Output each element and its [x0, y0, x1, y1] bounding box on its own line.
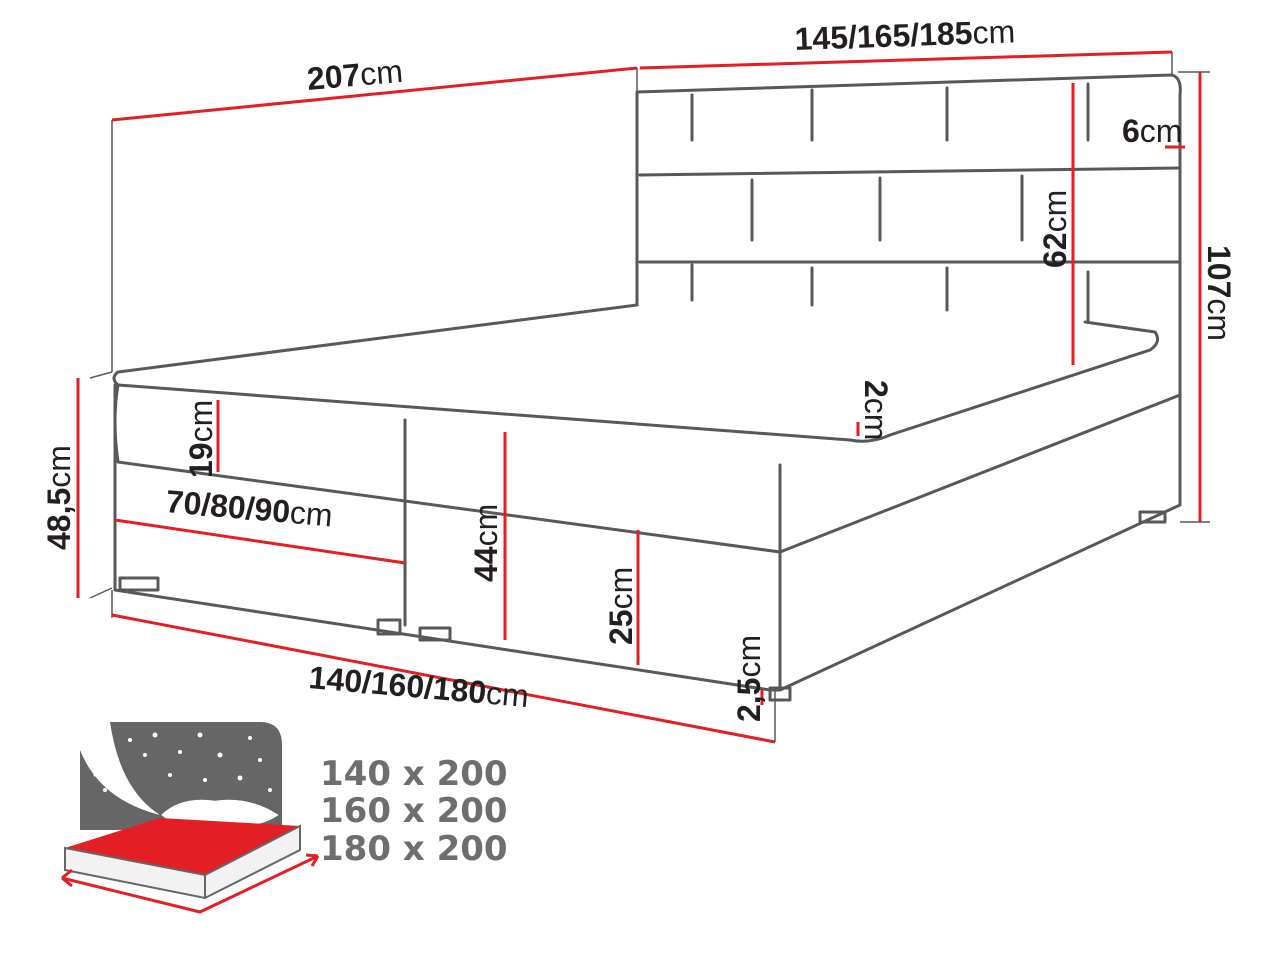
total-height-label: 107cm: [1201, 245, 1237, 341]
mattress-height-label: 44cm: [468, 504, 504, 582]
bed-outline: [112, 73, 1182, 702]
size-option-2: 160 x 200: [320, 791, 508, 831]
extension-lines: [89, 52, 1210, 742]
stars-icon: [93, 732, 272, 802]
box-height-label: 25cm: [603, 567, 639, 645]
drawer-width-label: 70/80/90cm: [164, 483, 334, 533]
leg-height-label: 2,5cm: [731, 635, 767, 722]
headboard-height-label: 62cm: [1037, 190, 1073, 268]
mattress-size-icon: [61, 722, 320, 914]
length-label: 207cm: [305, 53, 404, 97]
headboard-depth-label: 6cm: [1122, 113, 1182, 149]
size-option-1: 140 x 200: [320, 754, 508, 794]
top-part-label: 19cm: [183, 400, 219, 478]
size-option-3: 180 x 200: [320, 829, 508, 869]
dimension-lines: [76, 50, 1202, 744]
topper-label: 2cm: [858, 380, 894, 440]
bed-width-label: 140/160/180cm: [307, 659, 530, 714]
headboard-width-label: 145/165/185cm: [794, 13, 1016, 57]
base-height-label: 48,5cm: [41, 445, 77, 550]
